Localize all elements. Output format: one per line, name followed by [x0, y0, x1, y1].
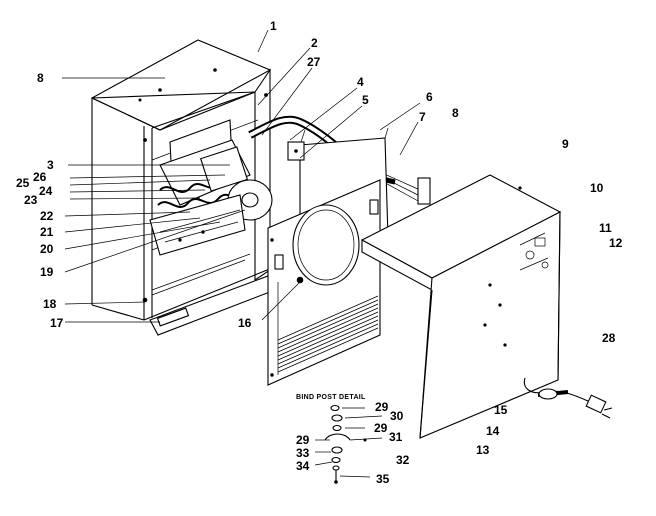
callout-11: 11 — [599, 221, 612, 235]
callout-labels: 1 2 27 4 5 6 7 8 8 9 10 11 12 28 3 26 25… — [16, 19, 623, 486]
internal-assembly — [149, 119, 273, 256]
callout-4: 4 — [357, 75, 364, 89]
callout-23: 23 — [24, 193, 38, 207]
callout-6: 6 — [426, 90, 433, 104]
callout-32: 32 — [396, 453, 410, 467]
callout-18: 18 — [43, 297, 57, 311]
callout-2: 2 — [311, 36, 318, 50]
callout-7: 7 — [419, 110, 426, 124]
callout-25: 25 — [16, 176, 30, 190]
front-grille-panel — [267, 179, 381, 386]
callout-12: 12 — [609, 236, 623, 250]
callout-29-mid: 29 — [374, 421, 388, 435]
callout-27: 27 — [307, 55, 321, 69]
callout-20: 20 — [40, 242, 54, 256]
callout-34: 34 — [296, 459, 310, 473]
louvres — [277, 295, 379, 373]
rear-cover — [360, 174, 562, 439]
callout-30: 30 — [390, 409, 404, 423]
callout-8-right: 8 — [452, 106, 459, 120]
callout-28: 28 — [602, 331, 616, 345]
callout-17: 17 — [50, 316, 64, 330]
callout-9: 9 — [562, 137, 569, 151]
callout-10: 10 — [590, 181, 604, 195]
callout-24: 24 — [39, 184, 53, 198]
callout-19: 19 — [40, 265, 54, 279]
cabinet-housing — [90, 39, 276, 336]
bind-post-hardware — [324, 404, 367, 484]
callout-16: 16 — [238, 316, 252, 330]
callout-29-left: 29 — [296, 433, 310, 447]
callout-1: 1 — [270, 19, 277, 33]
callout-15: 15 — [494, 403, 508, 417]
callout-31: 31 — [389, 430, 403, 444]
callout-5: 5 — [362, 93, 369, 107]
callout-26: 26 — [33, 170, 47, 184]
callout-14: 14 — [486, 424, 500, 438]
callout-22: 22 — [40, 209, 54, 223]
callout-13: 13 — [476, 443, 490, 457]
leader-lines — [62, 29, 421, 478]
callout-3: 3 — [47, 158, 54, 172]
callout-8-left: 8 — [37, 71, 44, 85]
callout-33: 33 — [296, 446, 310, 460]
power-cord — [523, 377, 613, 419]
callout-21: 21 — [40, 225, 54, 239]
bind-post-detail-label: BIND POST DETAIL — [296, 394, 366, 401]
callout-35: 35 — [376, 472, 390, 486]
callout-29-top: 29 — [375, 400, 389, 414]
